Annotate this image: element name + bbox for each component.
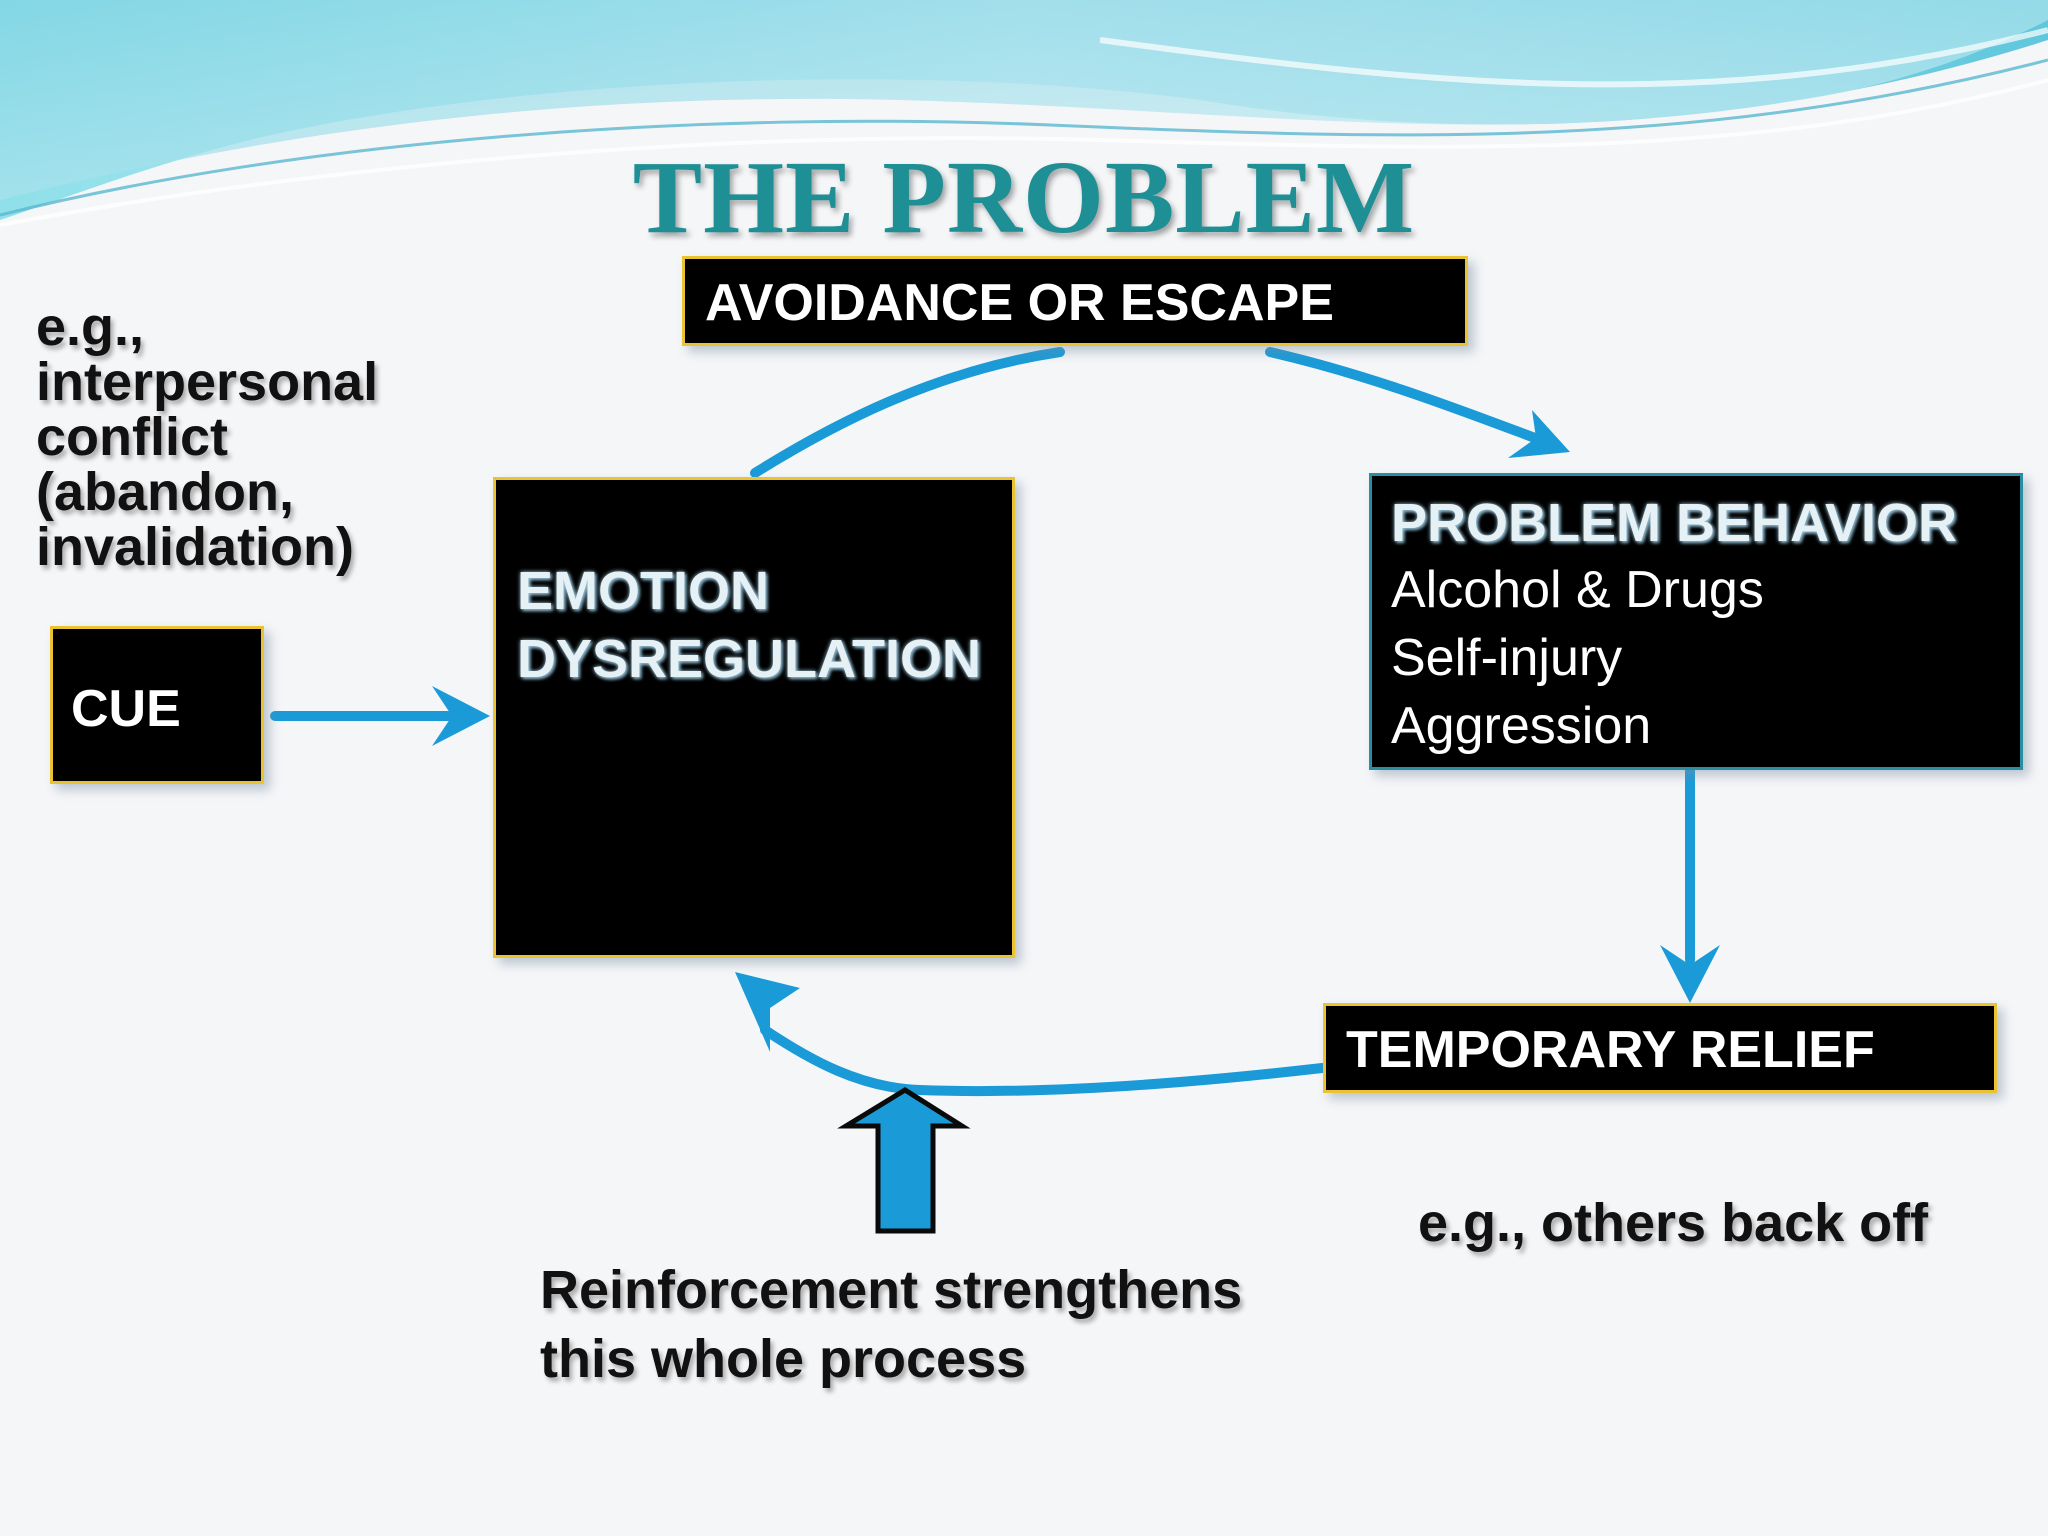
avoidance-box: AVOIDANCE OR ESCAPE xyxy=(682,256,1468,346)
problem-behavior-item: Aggression xyxy=(1391,697,1652,755)
cue-example-line: interpersonal xyxy=(36,352,379,412)
cue-example-line: invalidation) xyxy=(36,517,355,577)
cue-example-line: e.g., xyxy=(36,297,145,357)
cue-example-line: (abandon, xyxy=(36,462,294,522)
problem-behavior-box: PROBLEM BEHAVIOR Alcohol & Drugs Self-in… xyxy=(1369,473,2023,770)
cue-box: CUE xyxy=(50,626,264,784)
cue-example-line: conflict xyxy=(36,407,229,467)
temporary-relief-box: TEMPORARY RELIEF xyxy=(1323,1003,1997,1093)
cue-label: CUE xyxy=(71,680,181,738)
slide-title: THE PROBLEM xyxy=(632,140,1416,255)
reinforcement-line: this whole process xyxy=(540,1329,1027,1389)
problem-behavior-item: Self-injury xyxy=(1391,629,1623,687)
emotion-dysregulation-box: EMOTION DYSREGULATION xyxy=(493,477,1015,958)
reinforcement-line: Reinforcement strengthens xyxy=(540,1260,1243,1320)
avoidance-label: AVOIDANCE OR ESCAPE xyxy=(705,274,1334,332)
relief-example-note: e.g., others back off xyxy=(1418,1193,1929,1253)
emotion-label-line2: DYSREGULATION xyxy=(517,629,982,689)
emotion-label-line1: EMOTION xyxy=(517,561,769,621)
problem-behavior-heading: PROBLEM BEHAVIOR xyxy=(1391,493,1958,553)
problem-behavior-item: Alcohol & Drugs xyxy=(1391,561,1764,619)
relief-label: TEMPORARY RELIEF xyxy=(1346,1021,1875,1079)
